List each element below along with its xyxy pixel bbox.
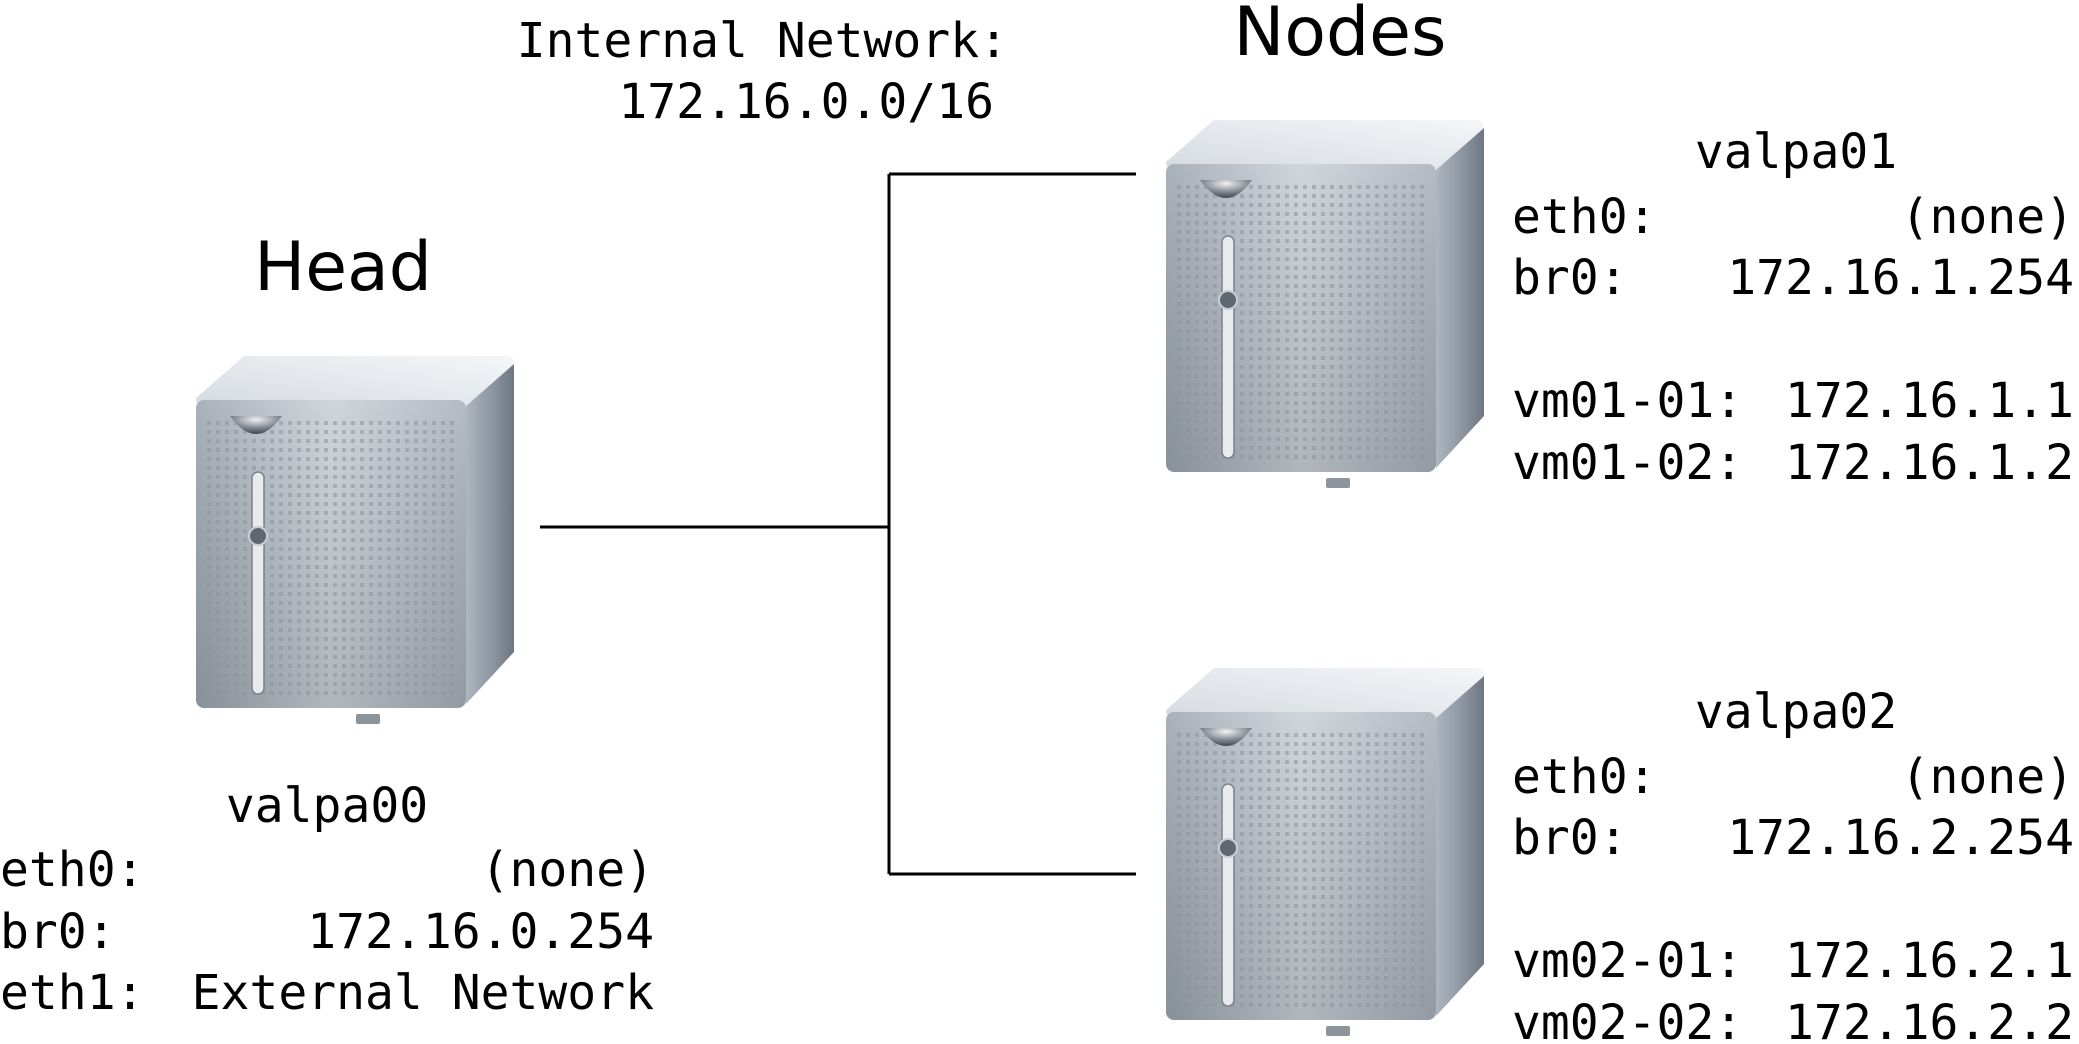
node2-value-eth0: (none) — [1901, 749, 2074, 805]
internal-network-label: Internal Network: 172.16.0.0/16 — [517, 13, 1008, 130]
node1-iface-eth0: eth0: — [1512, 189, 1657, 245]
head-hostname: valpa00 — [226, 778, 428, 834]
internal-network-cidr: 172.16.0.0/16 — [618, 74, 994, 130]
node2-hostname: valpa02 — [1695, 684, 1897, 740]
node1-hostname: valpa01 — [1695, 124, 1897, 180]
node2-vm1-ip: 172.16.2.1 — [1785, 933, 2074, 989]
node2-iface-br0: br0: — [1512, 810, 1628, 866]
head-value-eth0: (none) — [481, 842, 654, 898]
node2-vm1-name: vm02-01: — [1512, 933, 1743, 989]
head-value-eth1: External Network — [192, 965, 654, 1021]
server-tower-icon — [1165, 119, 1485, 489]
head-value-br0: 172.16.0.254 — [307, 904, 654, 960]
head-interfaces: eth0: (none) br0: 172.16.0.254 eth1: Ext… — [0, 842, 654, 1021]
node2-server: valpa02 eth0: (none) br0: 172.16.2.254 v… — [1165, 667, 2074, 1044]
node1-server: valpa01 eth0: (none) br0: 172.16.1.254 v… — [1165, 119, 2074, 491]
node1-vm1-name: vm01-01: — [1512, 373, 1743, 429]
node1-vm2-name: vm01-02: — [1512, 435, 1743, 491]
head-server: valpa00 eth0: (none) br0: 172.16.0.254 e… — [0, 355, 654, 1021]
network-links — [540, 172, 1136, 876]
node2-vm2-ip: 172.16.2.2 — [1785, 995, 2074, 1044]
node2-iface-eth0: eth0: — [1512, 749, 1657, 805]
server-tower-icon — [195, 355, 515, 725]
head-iface-eth0: eth0: — [0, 842, 145, 898]
internal-network-title: Internal Network: — [517, 13, 1008, 69]
head-title: Head — [254, 228, 432, 307]
node1-vm1-ip: 172.16.1.1 — [1785, 373, 2074, 429]
node1-vm2-ip: 172.16.1.2 — [1785, 435, 2074, 491]
nodes-title: Nodes — [1234, 0, 1447, 72]
node1-iface-br0: br0: — [1512, 250, 1628, 306]
server-tower-icon — [1165, 667, 1485, 1037]
head-iface-eth1: eth1: — [0, 965, 145, 1021]
node2-value-br0: 172.16.2.254 — [1727, 810, 2074, 866]
node2-vm2-name: vm02-02: — [1512, 995, 1743, 1044]
node1-value-eth0: (none) — [1901, 189, 2074, 245]
head-iface-br0: br0: — [0, 904, 116, 960]
node1-value-br0: 172.16.1.254 — [1727, 250, 2074, 306]
